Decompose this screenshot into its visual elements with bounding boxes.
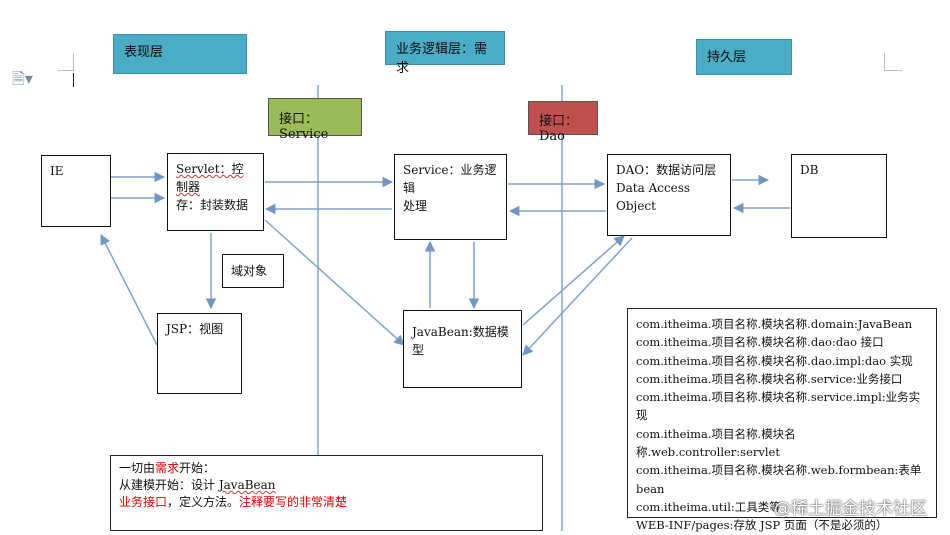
package-notes-box: com.itheima.项目名称.模块名称.domain:JavaBean co…	[627, 308, 937, 532]
ie-label: IE	[50, 164, 64, 178]
layer-persistence: 持久层	[696, 39, 792, 75]
jsp-label: JSP：视图	[166, 322, 224, 336]
arrow-dao-javabean	[522, 237, 633, 356]
dao-label-line1: DAO：数据访问层	[616, 163, 717, 177]
domain-object-box: 域对象	[222, 254, 284, 288]
layer-presentation-label: 表现层	[124, 45, 164, 60]
layer-presentation: 表现层	[113, 34, 247, 74]
dao-label-line2: Data Access Object	[616, 181, 691, 213]
layer-business: 业务逻辑层：需求	[385, 31, 505, 76]
arrow-servlet-javabean	[264, 219, 405, 346]
interface-service-label: 接口：Service	[279, 112, 329, 142]
package-line: com.itheima.项目名称.模块名称.domain:JavaBean	[636, 317, 913, 331]
db-label: DB	[800, 163, 819, 177]
arrow-jsp-ie	[100, 234, 158, 346]
service-box: Service：业务逻辑 处理	[394, 154, 507, 240]
domain-object-label: 域对象	[231, 264, 268, 278]
javabean-box: JavaBean:数据模型	[403, 310, 522, 388]
package-line: WEB-INF/pages:存放 JSP 页面（不是必须的）	[636, 518, 888, 533]
interface-service-tag: 接口：Service	[268, 98, 362, 142]
requirements-notes-box: 一切由需求开始： 从建模开始：设计 JavaBean 业务接口，定义方法。注释要…	[110, 455, 543, 531]
layer-business-label: 业务逻辑层：需求	[396, 42, 488, 76]
text-cursor	[73, 73, 74, 87]
document-icon: 🗎▾	[12, 69, 33, 88]
arrow-javabean-dao	[522, 235, 625, 326]
package-line: com.itheima.util:工具类等	[636, 499, 781, 514]
interface-dao-tag: 接口：Dao	[528, 101, 598, 144]
watermark-text: @稀土掘金技术社区	[774, 499, 927, 519]
package-line: com.itheima.项目名称.模块名称.dao.impl:dao 实现	[636, 353, 913, 368]
servlet-box: Servlet：控制器 存：封装数据	[167, 153, 264, 231]
dao-box: DAO：数据访问层 Data Access Object	[607, 154, 731, 236]
page-corner-mark-left	[58, 53, 74, 71]
servlet-label-line1: Servlet：控制器	[176, 162, 244, 194]
package-line: com.itheima.项目名称.模块名称.service.impl:业务实现	[636, 390, 921, 423]
package-line: com.itheima.项目名称.模块名称.web.controller:ser…	[636, 426, 796, 460]
notes-line2: 从建模开始：设计 JavaBean	[119, 478, 276, 492]
package-line: com.itheima.项目名称.模块名称.dao:dao 接口	[636, 335, 884, 350]
jsp-box: JSP：视图	[157, 313, 242, 394]
servlet-label-line2: 存：封装数据	[176, 198, 249, 212]
package-line: com.itheima.项目名称.模块名称.service:业务接口	[636, 371, 903, 386]
layer-persistence-label: 持久层	[707, 50, 747, 65]
db-box: DB	[791, 154, 887, 238]
notes-line3: 业务接口，定义方法。注释要写的非常清楚	[119, 495, 348, 509]
ie-box: IE	[41, 155, 111, 227]
javabean-label: JavaBean:数据模型	[412, 325, 509, 357]
package-line: com.itheima.项目名称.模块名称.web.formbean:表单 be…	[636, 463, 922, 496]
interface-dao-label: 接口：Dao	[539, 114, 579, 144]
service-label-line1: Service：业务逻辑	[403, 163, 497, 195]
page-corner-mark-right	[884, 53, 902, 71]
notes-line1: 一切由需求开始：	[119, 461, 216, 475]
service-label-line2: 处理	[403, 199, 428, 213]
